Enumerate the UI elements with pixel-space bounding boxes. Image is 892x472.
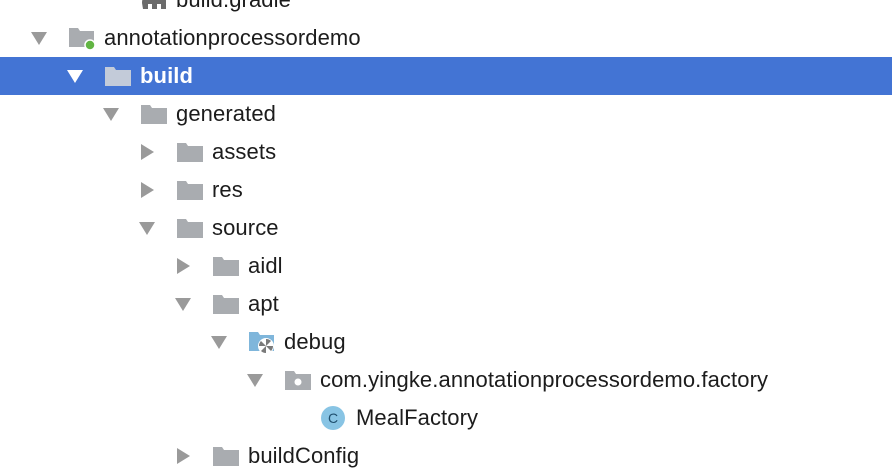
folder-icon bbox=[176, 178, 204, 202]
tree-node-source[interactable]: source bbox=[0, 209, 892, 247]
tree-node-label: build bbox=[140, 63, 194, 88]
tree-node-mealfactory[interactable]: C MealFactory bbox=[0, 399, 892, 437]
class-icon: C bbox=[320, 406, 348, 430]
tree-node-label: MealFactory bbox=[356, 405, 479, 430]
package-icon bbox=[284, 368, 312, 392]
folder-icon bbox=[104, 64, 132, 88]
module-folder-icon bbox=[68, 26, 96, 50]
folder-icon bbox=[212, 254, 240, 278]
tree-node-label: buildConfig bbox=[248, 443, 360, 468]
tree-node-debug[interactable]: debug bbox=[0, 323, 892, 361]
tree-node-label: build.gradle bbox=[176, 0, 291, 13]
tree-node-label: apt bbox=[248, 291, 279, 316]
expand-arrow-down-icon[interactable] bbox=[30, 29, 48, 47]
tree-node-label: com.yingke.annotationprocessordemo.facto… bbox=[320, 367, 769, 392]
expand-arrow-down-icon[interactable] bbox=[138, 219, 156, 237]
expand-arrow-down-icon[interactable] bbox=[66, 67, 84, 85]
tree-node-label: res bbox=[212, 177, 243, 202]
folder-icon bbox=[140, 102, 168, 126]
tree-node-generated[interactable]: generated bbox=[0, 95, 892, 133]
folder-icon bbox=[176, 140, 204, 164]
collapse-arrow-right-icon[interactable] bbox=[174, 447, 192, 465]
expand-arrow-down-icon[interactable] bbox=[174, 295, 192, 313]
expand-arrow-down-icon[interactable] bbox=[102, 105, 120, 123]
tree-node-build-gradle[interactable]: build.gradle bbox=[0, 0, 892, 19]
tree-node-com-yingke-annotationprocessordemo-factory[interactable]: com.yingke.annotationprocessordemo.facto… bbox=[0, 361, 892, 399]
folder-icon bbox=[212, 292, 240, 316]
tree-node-annotationprocessordemo[interactable]: annotationprocessordemo bbox=[0, 19, 892, 57]
tree-node-label: debug bbox=[284, 329, 346, 354]
folder-icon bbox=[212, 444, 240, 468]
collapse-arrow-right-icon[interactable] bbox=[138, 181, 156, 199]
folder-icon bbox=[176, 216, 204, 240]
gradle-elephant-icon bbox=[140, 0, 168, 12]
expand-arrow-down-icon[interactable] bbox=[246, 371, 264, 389]
tree-node-label: aidl bbox=[248, 253, 283, 278]
tree-node-aidl[interactable]: aidl bbox=[0, 247, 892, 285]
svg-text:C: C bbox=[328, 410, 338, 426]
tree-node-label: annotationprocessordemo bbox=[104, 25, 361, 50]
generated-source-folder-icon bbox=[248, 330, 276, 354]
tree-node-apt[interactable]: apt bbox=[0, 285, 892, 323]
tree-node-label: assets bbox=[212, 139, 277, 164]
tree-node-build[interactable]: build bbox=[0, 57, 892, 95]
tree-node-res[interactable]: res bbox=[0, 171, 892, 209]
expand-arrow-down-icon[interactable] bbox=[210, 333, 228, 351]
collapse-arrow-right-icon[interactable] bbox=[138, 143, 156, 161]
tree-node-label: source bbox=[212, 215, 279, 240]
tree-node-label: generated bbox=[176, 101, 276, 126]
tree-node-buildconfig[interactable]: buildConfig bbox=[0, 437, 892, 472]
tree-node-assets[interactable]: assets bbox=[0, 133, 892, 171]
collapse-arrow-right-icon[interactable] bbox=[174, 257, 192, 275]
